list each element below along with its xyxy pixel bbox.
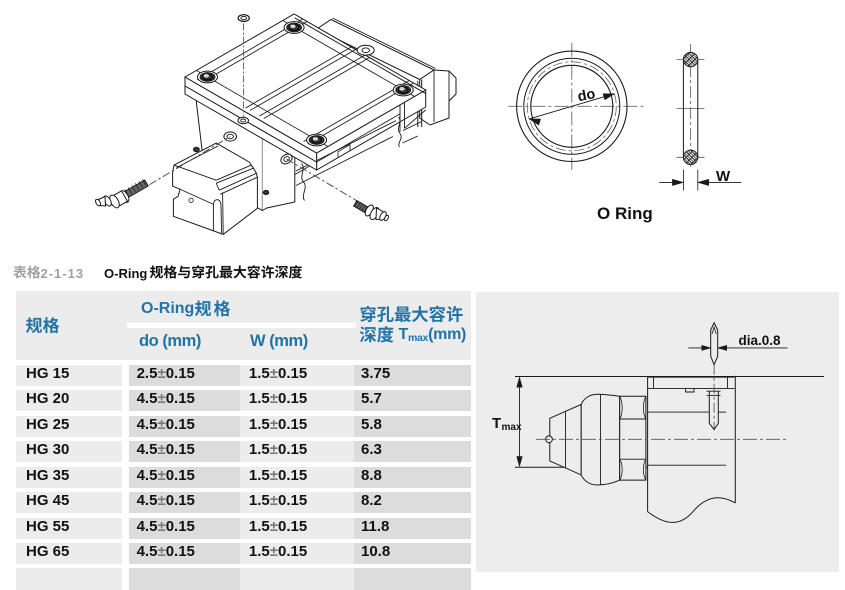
- svg-text:O Ring: O Ring: [597, 204, 653, 223]
- svg-text:max: max: [502, 422, 522, 433]
- svg-text:W: W: [716, 168, 731, 185]
- svg-text:T: T: [492, 415, 501, 432]
- svg-text:do: do: [576, 86, 597, 105]
- svg-text:dia.0.8: dia.0.8: [739, 333, 782, 348]
